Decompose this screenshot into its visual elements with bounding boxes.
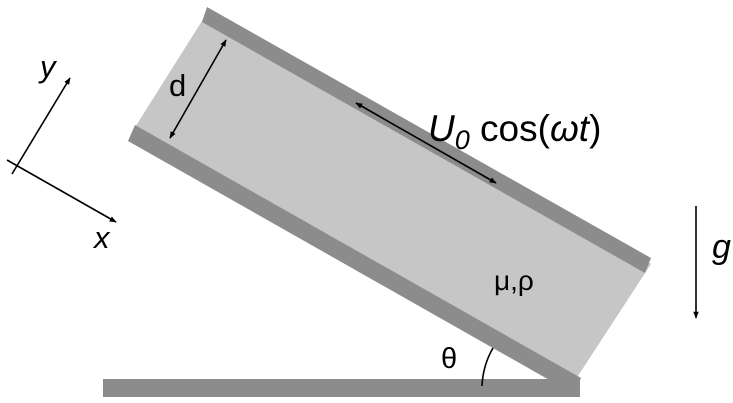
velocity-close-paren: ) xyxy=(589,108,601,149)
y-axis-label: y xyxy=(38,49,58,84)
angle-arc xyxy=(481,347,494,387)
velocity-subscript: 0 xyxy=(455,125,470,155)
velocity-amplitude: U xyxy=(428,108,455,149)
lower-plate xyxy=(128,125,581,394)
gravity-label: g xyxy=(712,228,731,266)
y-axis-arrow xyxy=(11,77,71,175)
velocity-time: t xyxy=(579,108,591,149)
angle-label: θ xyxy=(441,343,457,375)
x-axis-label: x xyxy=(92,220,111,255)
gap-dimension-arrow xyxy=(169,39,227,139)
velocity-cos: cos( xyxy=(470,108,551,149)
ground-plate xyxy=(103,379,580,397)
velocity-omega: ω xyxy=(550,108,579,149)
fluid-properties-label: μ,ρ xyxy=(494,265,534,296)
gap-label: d xyxy=(169,68,186,103)
fluid-layer xyxy=(132,13,651,382)
velocity-label: U0 cos(ωt) xyxy=(428,108,601,155)
x-axis-arrow xyxy=(6,159,117,223)
velocity-arrow xyxy=(355,102,497,184)
